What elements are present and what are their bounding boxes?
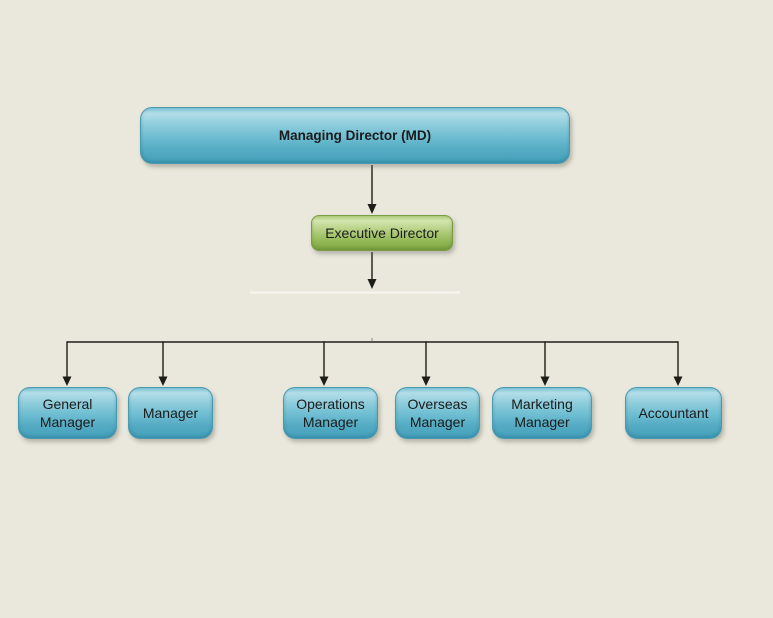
arrow-to-marketing-manager	[540, 341, 550, 386]
node-managing-director-label: Managing Director (MD)	[278, 128, 432, 143]
node-managing-director: Managing Director (MD)	[140, 107, 570, 164]
node-marketing-manager-label: Marketing Manager	[511, 396, 573, 430]
arrow-to-manager	[158, 341, 168, 386]
node-general-manager-label: General Manager	[39, 396, 96, 430]
node-accountant: Accountant	[625, 387, 722, 439]
node-general-manager: General Manager	[18, 387, 117, 439]
arrow-to-accountant	[673, 341, 683, 386]
node-operations-manager: Operations Manager	[283, 387, 378, 439]
node-overseas-manager: Overseas Manager	[395, 387, 480, 439]
arrow-md-to-ed	[367, 165, 377, 214]
node-operations-manager-label: Operations Manager	[296, 396, 365, 430]
branch-rail	[67, 338, 678, 343]
node-manager: Manager	[128, 387, 213, 439]
node-executive-director: Executive Director	[311, 215, 453, 251]
node-marketing-manager: Marketing Manager	[492, 387, 592, 439]
arrow-to-operations-manager	[319, 341, 329, 386]
arrow-to-overseas-manager	[421, 341, 431, 386]
erased-line-artifact	[250, 291, 460, 294]
arrow-to-general-manager	[62, 341, 72, 386]
node-accountant-label: Accountant	[638, 405, 709, 421]
node-manager-label: Manager	[142, 405, 199, 421]
arrow-ed-down	[367, 252, 377, 289]
node-executive-director-label: Executive Director	[325, 225, 439, 241]
node-overseas-manager-label: Overseas Manager	[407, 396, 468, 430]
